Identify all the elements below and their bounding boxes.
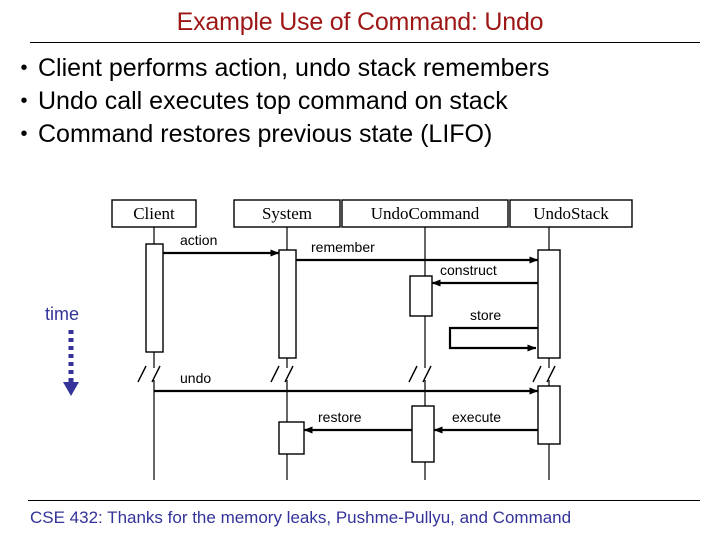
activation-box xyxy=(145,243,164,353)
footer-divider xyxy=(28,500,700,501)
participant-undocommand[interactable]: UndoCommand xyxy=(341,199,509,480)
lifeline-label-system: System xyxy=(262,204,312,223)
message-label-restore: restore xyxy=(318,409,362,425)
message-label-action: action xyxy=(180,232,217,248)
message-store: store xyxy=(448,307,538,352)
list-item: • Client performs action, undo stack rem… xyxy=(10,52,720,85)
message-restore: restore xyxy=(303,409,412,434)
message-execute: execute xyxy=(433,409,538,434)
time-axis-arrowhead-icon xyxy=(63,382,79,396)
message-label-store: store xyxy=(470,307,501,323)
activation-box xyxy=(537,249,561,359)
message-label-construct: construct xyxy=(440,262,497,278)
participant-system[interactable]: System xyxy=(233,199,341,480)
lifeline-label-undostack: UndoStack xyxy=(533,204,609,223)
lifeline-head-box[interactable] xyxy=(509,199,633,228)
message-construct: construct xyxy=(431,262,538,287)
lifeline-label-undocommand: UndoCommand xyxy=(371,204,480,223)
activation-box xyxy=(409,275,433,317)
lifeline-break-icon xyxy=(408,365,432,383)
activation-box xyxy=(278,249,297,359)
message-label-execute: execute xyxy=(452,409,501,425)
footer-label: CSE 432: Thanks for the memory leaks, Pu… xyxy=(30,508,572,527)
list-item-label: Command restores previous state (LIFO) xyxy=(38,120,493,148)
bullet-list: • Client performs action, undo stack rem… xyxy=(10,52,720,151)
message-label-undo: undo xyxy=(180,370,211,386)
activation-box xyxy=(411,405,435,463)
bullet-marker-icon: • xyxy=(20,57,28,79)
lifeline-head-box[interactable] xyxy=(111,199,197,228)
activation-box xyxy=(537,385,561,445)
page-title: Example Use of Command: Undo xyxy=(176,8,544,36)
bullet-marker-icon: • xyxy=(20,90,28,112)
lifeline-head-box[interactable] xyxy=(341,199,509,228)
message-remember: remember xyxy=(296,239,539,264)
message-label-remember: remember xyxy=(311,239,375,255)
lifeline-head-box[interactable] xyxy=(233,199,341,228)
lifeline-label-client: Client xyxy=(133,204,175,223)
participant-undostack[interactable]: UndoStack xyxy=(509,199,633,480)
bullet-marker-icon: • xyxy=(20,123,28,145)
participant-client[interactable]: Client xyxy=(111,199,197,480)
message-action: action xyxy=(163,232,280,257)
message-self-loop-arrow xyxy=(448,326,538,352)
lifeline-break-icon xyxy=(270,365,294,383)
message-undo: undo xyxy=(154,370,539,395)
lifeline-break-icon xyxy=(532,365,556,383)
uml-sequence-diagram: time Client System UndoCommand xyxy=(0,190,720,490)
lifeline-break-icon xyxy=(137,365,161,383)
list-item-label: Client performs action, undo stack remem… xyxy=(38,54,550,82)
activation-box xyxy=(278,421,305,455)
time-axis-label: time xyxy=(45,304,79,324)
title-divider xyxy=(30,42,700,43)
list-item: • Command restores previous state (LIFO) xyxy=(10,118,720,151)
time-axis: time xyxy=(45,304,79,396)
list-item-label: Undo call executes top command on stack xyxy=(38,87,508,115)
list-item: • Undo call executes top command on stac… xyxy=(10,85,720,118)
